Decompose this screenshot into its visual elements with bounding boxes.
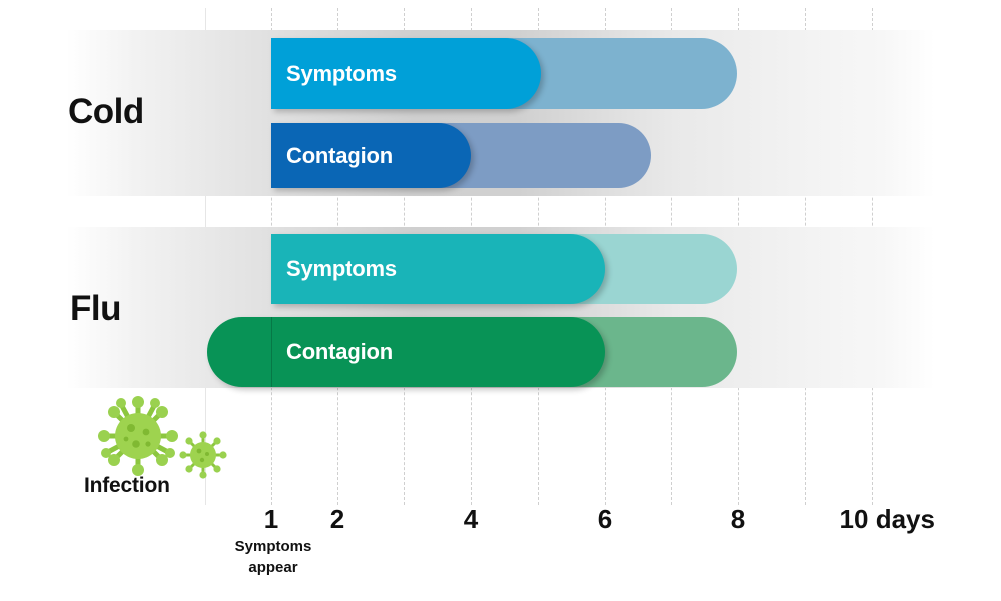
category-label-cold: Cold bbox=[68, 92, 144, 131]
bar-cold-symptoms-head bbox=[271, 38, 541, 109]
bar-flu-contagion-head bbox=[207, 317, 605, 387]
bar-flu-contagion-day1-divider bbox=[271, 317, 272, 387]
x-tick-4: 4 bbox=[463, 504, 479, 534]
x-tick-2: 2 bbox=[329, 504, 345, 534]
virus-icon-small bbox=[179, 431, 227, 479]
virus-icon-group bbox=[96, 394, 246, 480]
x-tick-6: 6 bbox=[597, 504, 613, 534]
bar-cold-contagion-label: Contagion bbox=[286, 142, 393, 168]
bar-cold-symptoms: Symptoms bbox=[271, 38, 737, 109]
category-label-flu: Flu bbox=[70, 289, 121, 328]
bar-cold-contagion: Contagion bbox=[271, 123, 651, 188]
x-tick-10-days: 10 days bbox=[839, 504, 935, 534]
bar-cold-contagion-head bbox=[271, 123, 471, 188]
bar-flu-symptoms-label: Symptoms bbox=[286, 256, 397, 281]
x-tick-8: 8 bbox=[730, 504, 746, 534]
bar-flu-contagion: Contagion bbox=[207, 317, 737, 387]
x-tick-1: 1 bbox=[263, 504, 279, 534]
symptoms-appear-note: Symptoms appear bbox=[234, 538, 312, 577]
bar-flu-symptoms: Symptoms bbox=[271, 234, 737, 304]
infection-label: Infection bbox=[84, 474, 170, 497]
bar-flu-symptoms-head bbox=[271, 234, 605, 304]
virus-icon-large bbox=[98, 396, 178, 476]
bar-cold-symptoms-label: Symptoms bbox=[286, 60, 397, 86]
bar-flu-contagion-label: Contagion bbox=[286, 339, 393, 364]
